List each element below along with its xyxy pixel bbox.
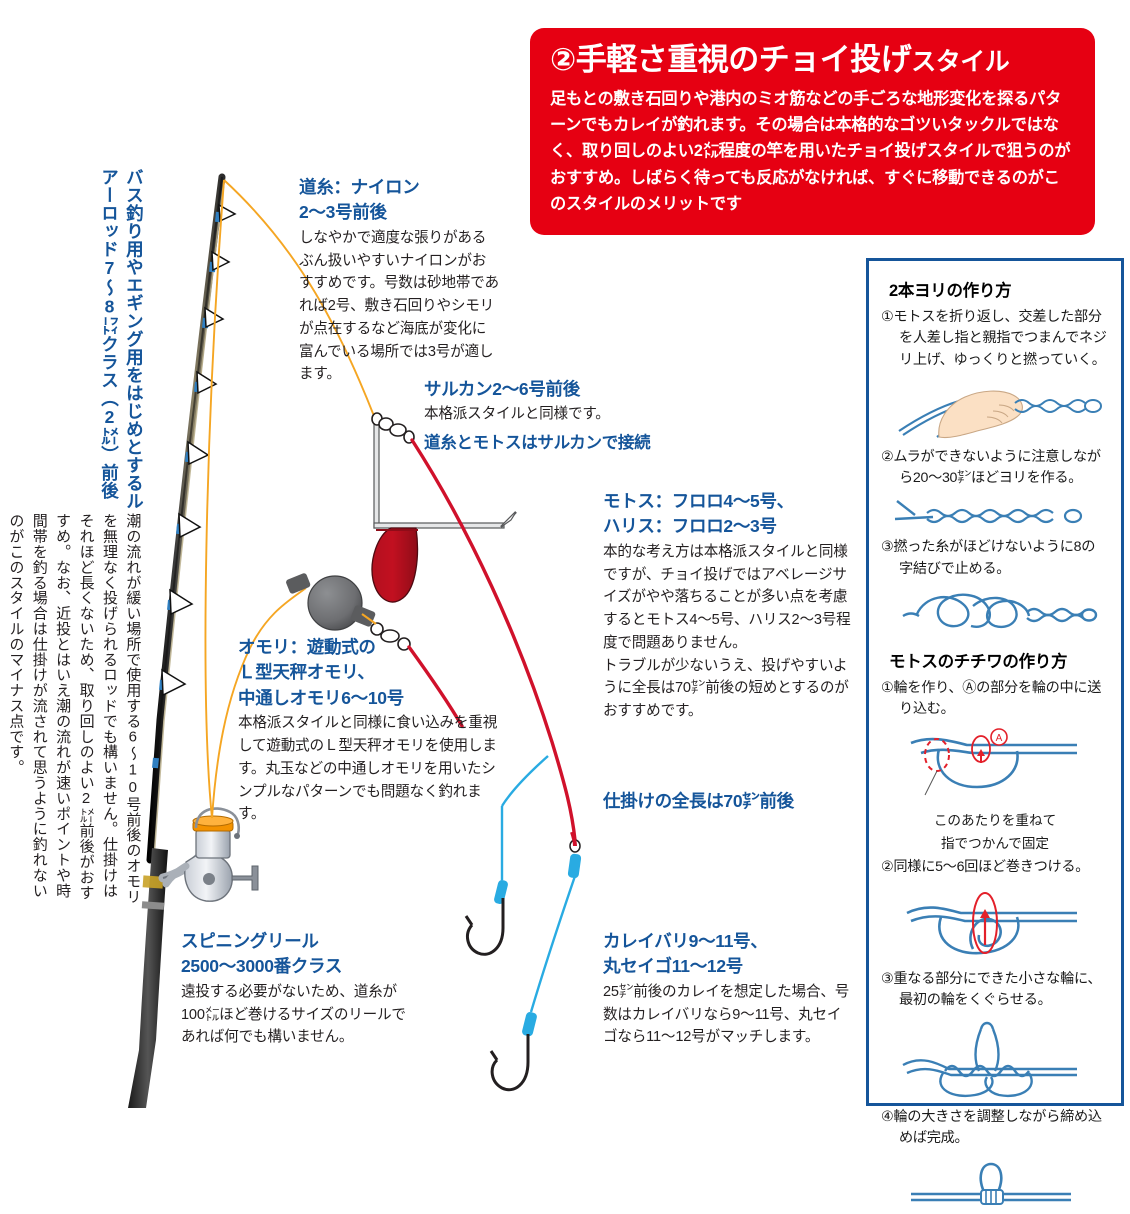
section1-step-3: ③撚った糸がほどけないように8の字結びで止める。 xyxy=(881,537,1109,580)
banner-body: 足もとの敷き石回りや港内のミオ筋などの手ごろな地形変化を探るパターンでもカレイが… xyxy=(550,89,1071,213)
total-length-heading: 仕掛けの全長は70㌢前後 xyxy=(603,791,794,811)
swivel-body: 本格派スタイルと同様です。 xyxy=(424,406,610,423)
section2-step-1-text: 輪を作り、Ⓐの部分を輪の中に送り込む。 xyxy=(893,680,1102,718)
section2-step-3-text: 重なる部分にできた小さな輪に、最初の輪をくぐらせる。 xyxy=(893,970,1102,1008)
callout-hooks: カレイバリ9〜11号、 丸セイゴ11〜12号 25㌢前後のカレイを想定した場合、… xyxy=(603,930,853,1049)
motosu-heading-2: ハリス：フロロ2〜3号 xyxy=(603,516,777,537)
banner-title-main: ②手軽さ重視のチョイ投げ xyxy=(550,42,912,77)
sinker-body: 本格派スタイルと同様に食い込みを重視して遊動式のＬ型天秤オモリを使用します。丸玉… xyxy=(238,715,498,823)
banner-title: ②手軽さ重視のチョイ投げスタイル xyxy=(550,42,1075,78)
knot-instructions-panel: 2本ヨリの作り方 ①モトスを折り返し、交差した部分を人差し指と親指でつまんでネジ… xyxy=(866,258,1124,1205)
callout-swivel: サルカン2〜6号前後 本格派スタイルと同様です。 道糸とモトスはサルカンで接続 xyxy=(424,378,714,454)
red-header-banner: ②手軽さ重視のチョイ投げスタイル 足もとの敷き石回りや港内のミオ筋などの手ごろな… xyxy=(530,28,1095,236)
chichiwa-annotation-line2: 指でつかんで固定 xyxy=(940,835,1050,851)
twisted-cord-figure xyxy=(894,500,1083,524)
mid-swivel xyxy=(567,839,582,879)
reel-body: 遠投する必要がないため、道糸が100㍍ほど巻けるサイズのリールであれば何でも構い… xyxy=(181,983,406,1046)
section1-step-1: ①モトスを折り返し、交差した部分を人差し指と親指でつまんでネジリ上げ、ゆっくりと… xyxy=(881,307,1109,371)
callout-reel: スピニングリール 2500〜3000番クラス 遠投する必要がないため、道糸が10… xyxy=(181,930,411,1049)
hooks-body: 25㌢前後のカレイを想定した場合、号数はカレイバリなら9〜11号、丸セイゴなら1… xyxy=(603,983,850,1046)
section2-step-3: ③重なる部分にできた小さな輪に、最初の輪をくぐらせる。 xyxy=(881,969,1109,1012)
main-line-heading-1: 道糸：ナイロン xyxy=(299,177,420,197)
chichiwa-finished-figure xyxy=(911,1162,1071,1205)
callout-total-length: 仕掛けの全長は70㌢前後 xyxy=(603,790,873,815)
section2-step-4-num: ④ xyxy=(881,1109,894,1126)
section2-step-2-text: 同様に5〜6回ほど巻きつける。 xyxy=(893,859,1090,876)
motosu-body-p1: 本的な考え方は本格派スタイルと同様ですが、チョイ投げではアベレージサイズがやや落… xyxy=(603,543,851,651)
figure-eight-knot-figure xyxy=(902,593,1098,629)
chichiwa-step3-figure xyxy=(902,1021,1077,1098)
main-line-body: しなやかで適度な張りがあるぶん扱いやすいナイロンがおすすめです。号数は砂地帯であ… xyxy=(299,229,499,383)
left-column-title: バス釣り用やエギング用をはじめとするルアーロッド7〜8㌳クラス（2㍍）前後 xyxy=(99,168,145,510)
callout-motosu: モトス：フロロ4〜5号、 ハリス：フロロ2〜3号 本的な考え方は本格派スタイルと… xyxy=(603,490,851,723)
section1-step-1-text: モトスを折り返し、交差した部分を人差し指と親指でつまんでネジリ上げ、ゆっくりと撚… xyxy=(893,309,1107,368)
chichiwa-step2-figure xyxy=(906,891,1077,954)
left-vertical-text-column: バス釣り用やエギング用をはじめとするルアーロッド7〜8㌳クラス（2㍍）前後 潮の… xyxy=(4,168,146,908)
callout-main-line: 道糸：ナイロン 2〜3号前後 しなやかで適度な張りがあるぶん扱いやすいナイロンが… xyxy=(299,176,499,386)
swivel-sub-heading: 道糸とモトスはサルカンで接続 xyxy=(424,434,651,453)
chichiwa-step1-figure: A xyxy=(910,727,1077,795)
section2-step-1: ①輪を作り、Ⓐの部分を輪の中に送り込む。 xyxy=(881,678,1109,721)
section1-title: 2本ヨリの作り方 xyxy=(889,282,1012,300)
motosu-body-p2: トラブルが少ないうえ、投げやすいように全長は70㌢前後の短めとするのがおすすめで… xyxy=(603,657,849,720)
left-column-body: 潮の流れが緩い場所で使用する6〜10号前後のオモリを無理なく投げられるロッドでも… xyxy=(7,512,142,904)
section1-step-2-num: ② xyxy=(881,448,894,465)
banner-title-suffix: スタイル xyxy=(911,48,1010,76)
hand-twisting-figure xyxy=(898,390,1102,438)
section1-step-3-text: 撚った糸がほどけないように8の字結びで止める。 xyxy=(893,539,1096,577)
hooks-heading-2: 丸セイゴ11〜12号 xyxy=(603,956,743,977)
swivel xyxy=(371,412,415,444)
section2-step-2: ②同様に5〜6回ほど巻きつける。 xyxy=(881,857,1109,878)
reel-heading-2: 2500〜3000番クラス xyxy=(181,956,343,977)
section2-step-1-num: ① xyxy=(881,680,894,697)
svg-text:A: A xyxy=(996,733,1003,744)
hook-upper xyxy=(464,806,508,956)
lead-weight xyxy=(371,527,419,603)
callout-sinker: オモリ：遊動式の Ｌ型天秤オモリ、 中通しオモリ6〜10号 本格派スタイルと同様… xyxy=(238,636,498,826)
section1-step-2-text: ムラができないように注意しながら20〜30㌢ほどヨリを作る。 xyxy=(893,448,1101,487)
section2-step-3-num: ③ xyxy=(881,970,894,987)
section1-step-3-num: ③ xyxy=(881,539,894,556)
sinker-heading-1: オモリ：遊動式の xyxy=(238,637,376,657)
reel-heading-1: スピニングリール xyxy=(181,931,319,951)
section1-step-2: ②ムラができないように注意しながら20〜30㌢ほどヨリを作る。 xyxy=(881,447,1109,490)
hooks-heading-1: カレイバリ9〜11号、 xyxy=(603,931,768,951)
section2-title: モトスのチチワの作り方 xyxy=(889,653,1068,672)
hook-lower xyxy=(489,1011,537,1092)
sinker-heading-2: Ｌ型天秤オモリ、 xyxy=(238,662,375,683)
section2-step-2-num: ② xyxy=(881,859,894,876)
swivel-heading: サルカン2〜6号前後 xyxy=(424,379,580,399)
motosu-heading-1: モトス：フロロ4〜5号、 xyxy=(603,491,794,511)
section1-step-1-num: ① xyxy=(881,309,894,325)
chichiwa-annotation-line1: このあたりを重ねて xyxy=(933,812,1057,828)
section2-step-4: ④輪の大きさを調整しながら締め込めば完成。 xyxy=(881,1107,1109,1150)
main-line-heading-2: 2〜3号前後 xyxy=(299,202,387,223)
sinker-heading-3: 中通しオモリ6〜10号 xyxy=(238,687,404,708)
